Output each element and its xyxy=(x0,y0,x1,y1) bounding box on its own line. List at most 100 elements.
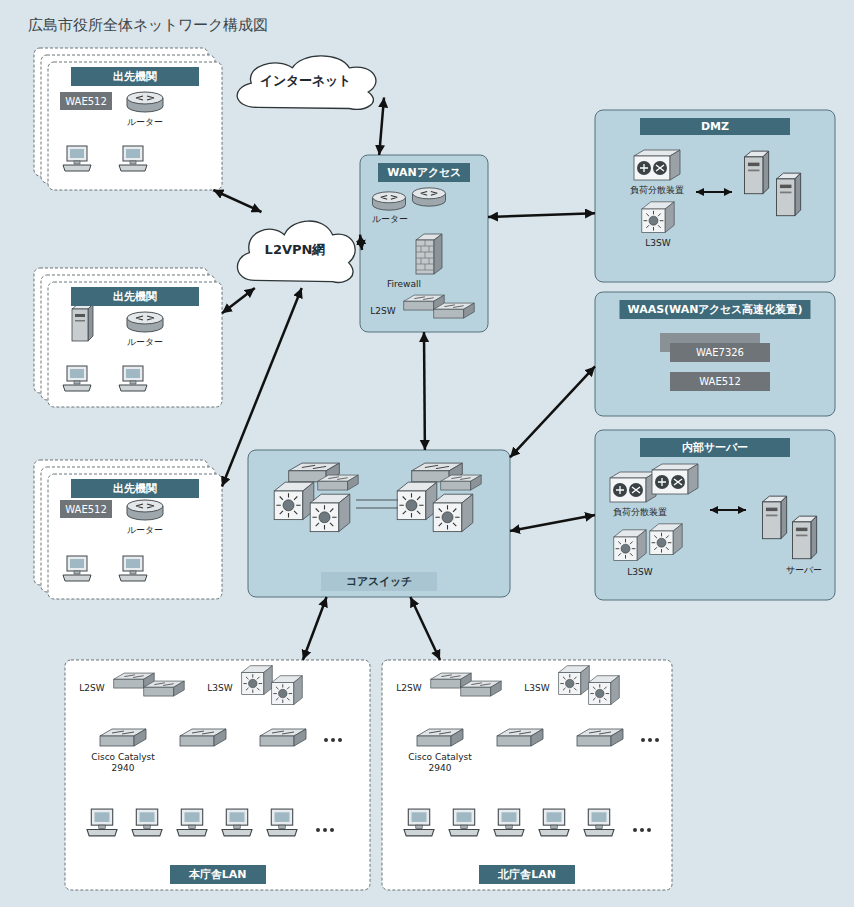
router-icon xyxy=(127,500,163,520)
group-panel: DMZ xyxy=(595,110,835,282)
panel-fill xyxy=(48,62,222,190)
ellipsis-dot xyxy=(648,738,652,742)
appliance-box: WAE7326 xyxy=(670,343,770,362)
ellipsis-dot xyxy=(633,828,637,832)
double-arrow xyxy=(222,288,302,487)
double-arrow xyxy=(410,597,440,660)
panel-fill xyxy=(382,660,672,890)
device-label: ルーター xyxy=(372,214,408,225)
device-label: L3SW xyxy=(524,683,549,694)
server-icon xyxy=(793,516,817,559)
l2-switch-icon xyxy=(434,303,474,318)
device-label: L3SW xyxy=(207,683,232,694)
pc-icon xyxy=(494,809,524,836)
appliance-name: WAE7326 xyxy=(670,343,770,362)
device-icons xyxy=(63,92,817,581)
lan-icons xyxy=(87,666,659,836)
double-arrow xyxy=(510,366,595,457)
server-icon xyxy=(777,173,801,216)
load-balancer-icon xyxy=(610,472,656,502)
group-panel: 出先機関WAE512 xyxy=(48,474,222,599)
device-label: サーバー xyxy=(786,565,822,576)
device-label: L2SW xyxy=(396,683,421,694)
device-label: Cisco Catalyst 2940 xyxy=(86,752,160,774)
device-label: L2SW xyxy=(370,306,395,317)
pc-icon xyxy=(539,809,569,836)
pc-icon xyxy=(449,809,479,836)
panel-header: WAAS(WANアクセス高速化装置) xyxy=(619,300,810,319)
cloud-label: インターネット xyxy=(226,72,384,90)
ellipsis-dot xyxy=(331,738,335,742)
panel-header: 出先機関 xyxy=(71,287,199,306)
group-panel: WANアクセス xyxy=(360,155,488,332)
l3-switch-icon xyxy=(589,676,620,705)
panel-fill xyxy=(65,660,370,890)
ellipsis-dot xyxy=(323,828,327,832)
pc-icon xyxy=(63,556,91,581)
device-label: L2SW xyxy=(79,683,104,694)
server-icon xyxy=(745,151,769,194)
l3-switch-icon xyxy=(642,202,674,233)
core-link xyxy=(356,500,398,508)
device-label: ルーター xyxy=(127,337,163,348)
group-panel: 北庁舎LAN xyxy=(382,660,672,890)
panel-fill xyxy=(595,292,835,416)
router-icon xyxy=(373,192,406,210)
network-cloud: L2VPN網 xyxy=(228,212,362,288)
appliance-box: WAE512 xyxy=(670,372,770,391)
device-label: ルーター xyxy=(127,117,163,128)
l3-switch-icon xyxy=(272,676,303,705)
device-label: ルーター xyxy=(127,525,163,536)
double-arrow xyxy=(488,213,595,217)
panel-fill xyxy=(248,450,510,597)
appliance-box: WAE512 xyxy=(60,92,112,110)
panel-fill xyxy=(360,155,488,332)
panel-header: 出先機関 xyxy=(71,67,199,86)
diagram-title: 広島市役所全体ネットワーク構成図 xyxy=(28,16,268,35)
panel-fill xyxy=(595,110,835,282)
connectors xyxy=(213,98,595,661)
double-arrow xyxy=(423,332,426,450)
double-arrow xyxy=(360,235,362,250)
panel-header: WANアクセス xyxy=(378,163,470,182)
device-label: L3SW xyxy=(627,567,652,578)
pc-icon xyxy=(87,809,117,836)
core-switch-icon xyxy=(397,463,481,531)
l2-switch-icon xyxy=(461,681,501,696)
load-balancer-icon xyxy=(652,464,698,494)
panel-header: 内部サーバー xyxy=(640,438,790,457)
group-panel: 本庁舎LAN xyxy=(65,660,370,890)
l2-switch-icon xyxy=(144,681,184,696)
device-label: Cisco Catalyst 2940 xyxy=(403,752,477,774)
router-icon xyxy=(127,92,163,112)
l3-switch-icon xyxy=(650,524,682,555)
ellipsis-dot xyxy=(655,738,659,742)
double-arrow xyxy=(379,98,384,156)
load-balancer-icon xyxy=(634,150,680,180)
pc-icon xyxy=(63,146,91,171)
device-label: 負荷分散装置 xyxy=(613,507,667,518)
network-cloud: インターネット xyxy=(226,48,384,114)
ellipsis-dot xyxy=(640,828,644,832)
pc-icon xyxy=(267,809,297,836)
pc-icon xyxy=(119,146,147,171)
panel-fills xyxy=(34,48,835,890)
pc-icon xyxy=(404,809,434,836)
pc-icon xyxy=(132,809,162,836)
appliance-name: WAE512 xyxy=(60,500,112,518)
access-switch-icon xyxy=(260,729,306,746)
double-arrow xyxy=(213,190,261,212)
ellipsis-dot xyxy=(647,828,651,832)
ellipsis-dot xyxy=(316,828,320,832)
panel-fill xyxy=(48,282,222,407)
panel-footer: 本庁舎LAN xyxy=(170,865,266,884)
pc-icon xyxy=(119,366,147,391)
panel-header: DMZ xyxy=(640,118,790,135)
access-switch-icon xyxy=(100,729,146,746)
server-icon xyxy=(72,304,93,341)
panel-footer: コアスイッチ xyxy=(321,572,437,591)
pc-icon xyxy=(177,809,207,836)
link-arrow xyxy=(710,509,746,511)
double-arrow xyxy=(510,515,595,531)
